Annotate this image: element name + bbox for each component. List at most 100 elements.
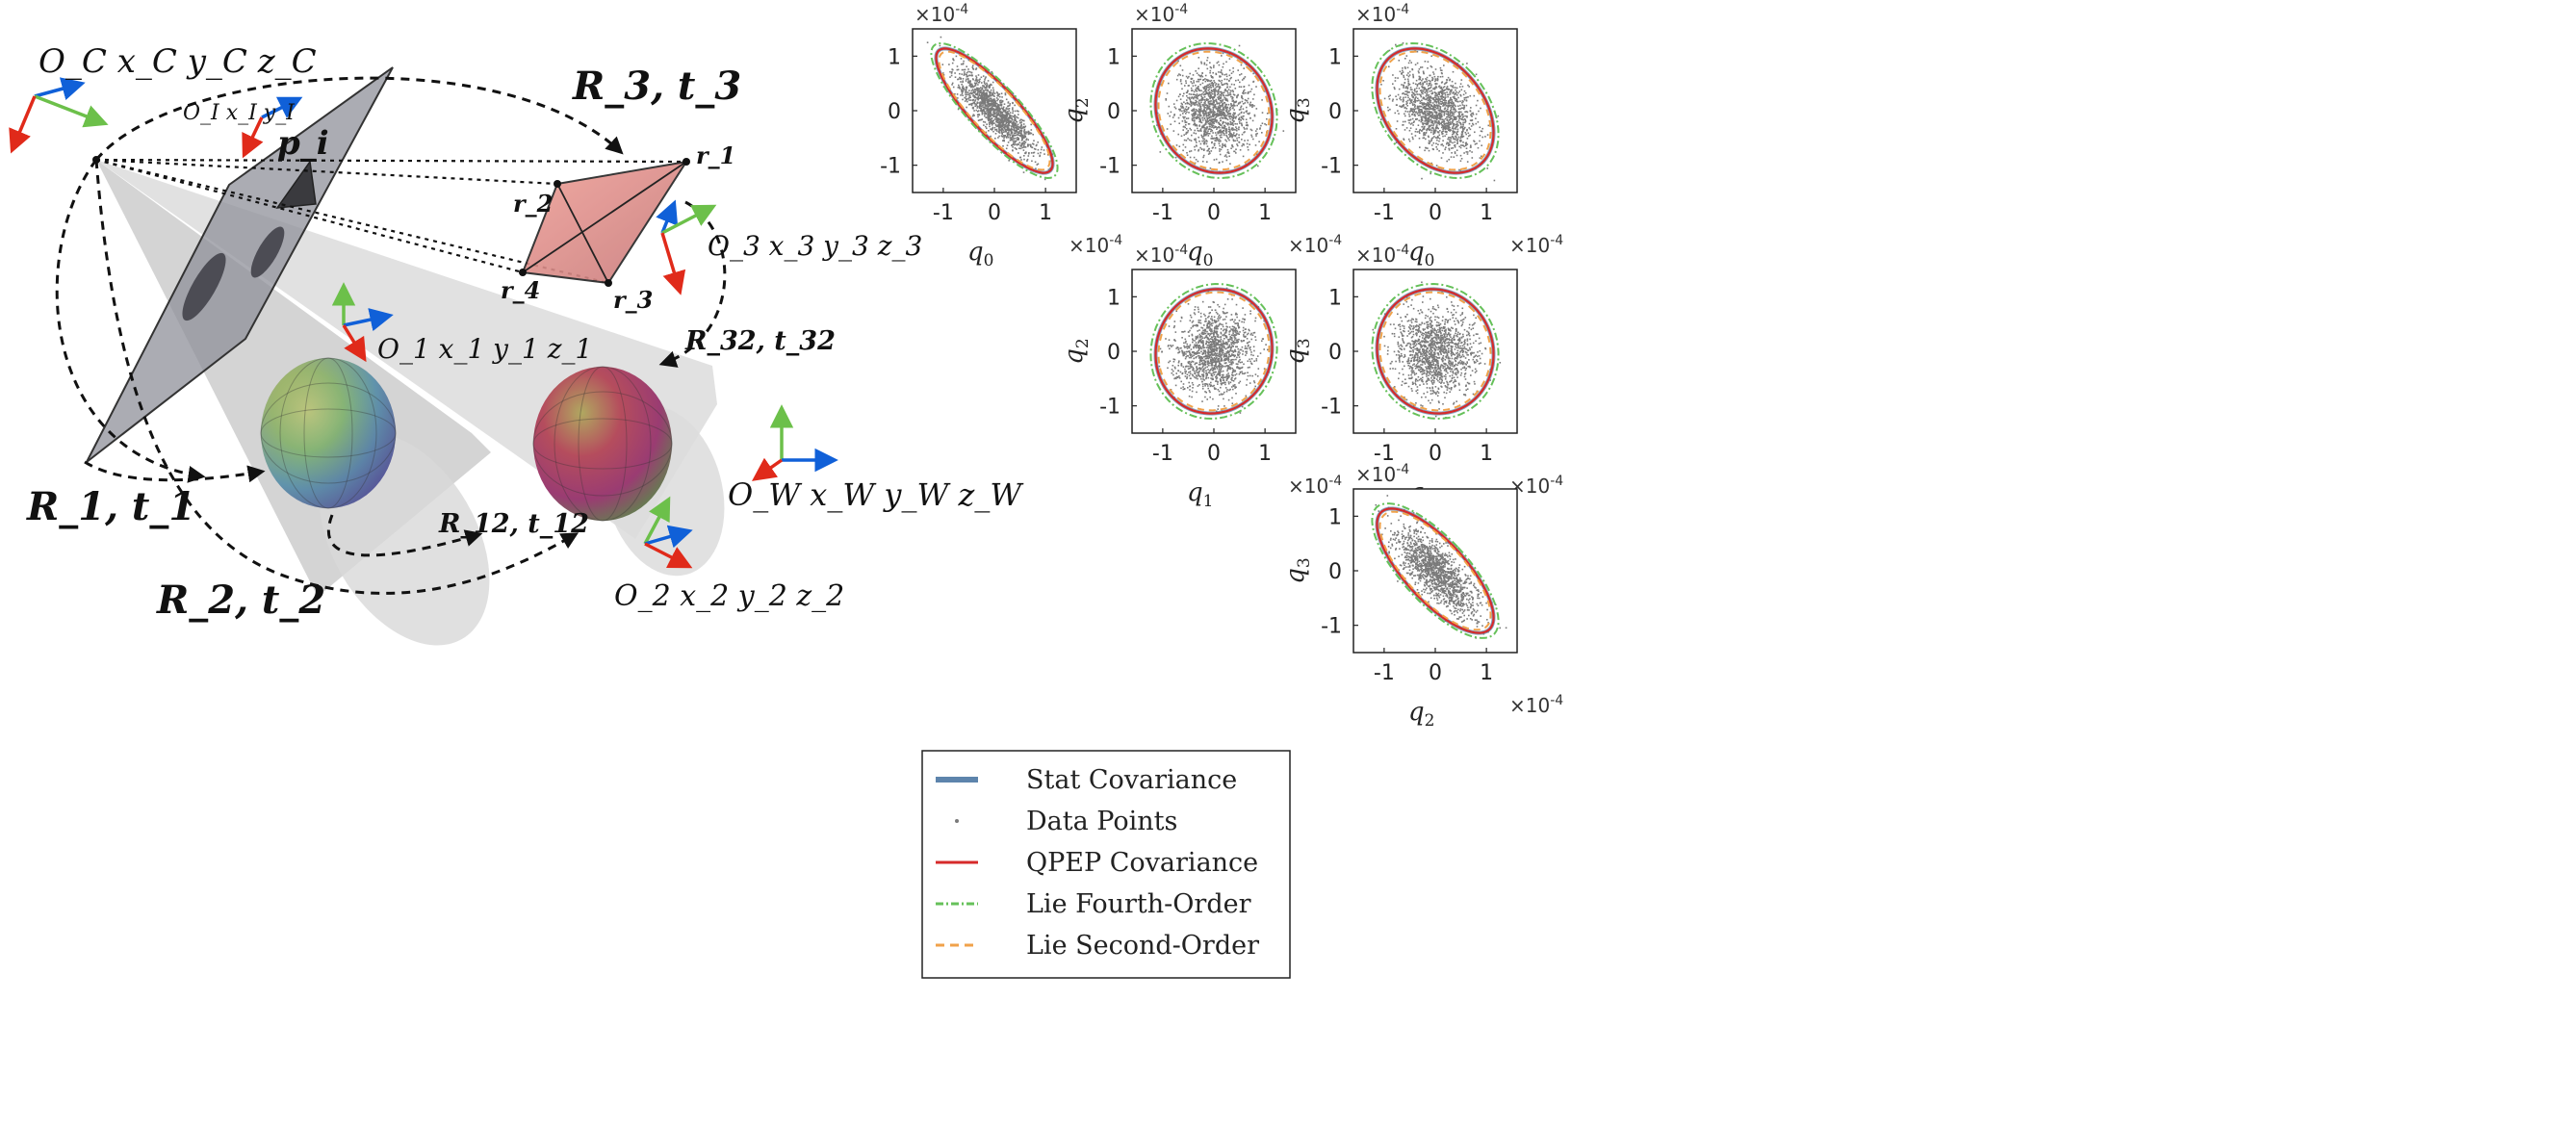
data-point xyxy=(1429,106,1430,109)
data-point xyxy=(1464,121,1466,124)
data-point xyxy=(992,93,994,96)
x-tick-label: -1 xyxy=(933,201,954,225)
data-point xyxy=(1029,133,1031,135)
data-point xyxy=(992,98,995,100)
data-point xyxy=(1217,303,1219,306)
data-point xyxy=(1203,134,1205,137)
data-point xyxy=(996,92,999,94)
data-point xyxy=(988,111,990,113)
data-point xyxy=(1011,117,1013,119)
data-point xyxy=(995,115,997,118)
data-point xyxy=(1452,147,1455,149)
data-point xyxy=(1212,369,1215,372)
data-point xyxy=(1226,298,1229,300)
data-point xyxy=(1178,377,1181,379)
data-point xyxy=(1217,90,1220,92)
data-point xyxy=(1417,70,1420,72)
data-point xyxy=(1214,94,1216,97)
data-point xyxy=(1438,138,1441,140)
data-point xyxy=(1434,128,1437,130)
data-point xyxy=(1211,103,1214,106)
data-point xyxy=(1464,126,1466,129)
data-point xyxy=(1246,333,1249,336)
data-point xyxy=(1249,112,1250,115)
data-point xyxy=(1447,142,1450,144)
data-point xyxy=(1412,124,1414,126)
data-point xyxy=(1426,83,1428,85)
data-point xyxy=(1219,106,1221,108)
data-point xyxy=(1234,88,1237,90)
data-point xyxy=(985,131,988,134)
data-point xyxy=(1448,129,1451,131)
data-point xyxy=(1468,122,1471,125)
data-point xyxy=(1435,121,1438,123)
data-point xyxy=(1466,111,1469,114)
data-point xyxy=(1228,110,1230,113)
data-point xyxy=(1233,134,1236,137)
data-point xyxy=(1199,103,1201,105)
data-point xyxy=(952,86,955,89)
data-point xyxy=(1413,103,1416,106)
data-point xyxy=(962,81,964,84)
data-point xyxy=(983,82,986,84)
data-point xyxy=(1234,370,1237,372)
data-point xyxy=(1403,84,1404,87)
data-point xyxy=(1402,42,1404,44)
data-point xyxy=(1007,105,1009,108)
data-point xyxy=(1207,149,1209,151)
data-point xyxy=(1433,132,1436,134)
data-point xyxy=(1232,140,1235,142)
data-point xyxy=(1189,389,1191,391)
data-point xyxy=(1035,167,1037,169)
data-point xyxy=(1253,114,1256,116)
x-axis-label: q0 xyxy=(1408,238,1434,270)
data-point xyxy=(1180,102,1183,105)
data-point xyxy=(1420,83,1422,86)
data-point xyxy=(1208,329,1211,331)
data-point xyxy=(974,96,976,98)
data-point xyxy=(1437,75,1439,78)
data-point xyxy=(1218,123,1221,125)
data-point xyxy=(1225,108,1228,110)
data-point xyxy=(1011,125,1013,127)
data-point xyxy=(1212,104,1215,106)
data-point xyxy=(1430,111,1431,113)
data-point xyxy=(1460,133,1463,136)
data-point xyxy=(1428,108,1430,111)
data-point xyxy=(1203,93,1205,96)
data-point xyxy=(1446,119,1449,121)
data-point xyxy=(1234,322,1236,324)
data-point xyxy=(1233,336,1236,338)
data-point xyxy=(1006,114,1009,116)
data-point xyxy=(1452,105,1455,107)
data-point xyxy=(967,70,969,73)
data-point xyxy=(1440,100,1442,103)
data-point xyxy=(976,96,979,99)
data-point xyxy=(1242,97,1244,100)
data-point xyxy=(969,96,971,98)
data-point xyxy=(1220,75,1222,78)
data-point xyxy=(1461,136,1464,138)
data-point xyxy=(1203,127,1206,129)
data-point xyxy=(1425,111,1427,113)
data-point xyxy=(1218,336,1220,338)
data-point xyxy=(1197,160,1199,163)
data-point xyxy=(1212,113,1215,115)
data-point xyxy=(1446,91,1448,93)
data-point xyxy=(1224,106,1226,109)
data-point xyxy=(990,113,992,115)
data-point xyxy=(997,113,1000,115)
data-point xyxy=(1012,107,1014,109)
data-point xyxy=(1456,125,1458,128)
data-point xyxy=(1237,353,1239,355)
data-point xyxy=(1192,320,1195,322)
data-point xyxy=(1431,126,1434,129)
data-point xyxy=(1232,385,1235,388)
data-point xyxy=(1190,101,1193,103)
data-point xyxy=(1428,120,1430,122)
data-point xyxy=(1196,115,1198,118)
data-point xyxy=(1421,126,1423,128)
data-point xyxy=(1218,71,1220,73)
data-point xyxy=(1453,130,1455,133)
data-point xyxy=(1220,148,1223,151)
